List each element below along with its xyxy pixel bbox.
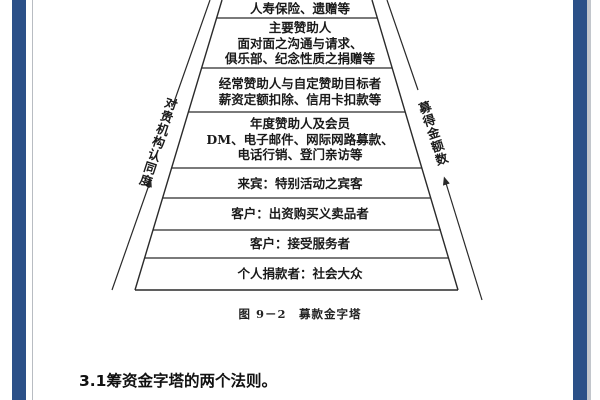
tier-line: 年度赞助人及会员 <box>249 116 350 131</box>
tier-line: 主要赞助人 <box>268 20 332 35</box>
tier-8-text: 个人捐款者：社会大众 <box>0 266 600 282</box>
tier-line: DM、电子邮件、网际网路募款、 <box>206 131 394 147</box>
tier-line: 客户：接受服务者 <box>249 236 350 251</box>
tier-5-text: 来宾：特别活动之宾客 <box>0 176 600 192</box>
page-border-right <box>573 0 587 400</box>
tier-3-text: 经常赞助人与自定赞助目标者 薪资定额扣除、信用卡扣款等 <box>0 76 600 107</box>
tier-line: 人寿保险、遗赠等 <box>249 1 350 16</box>
tier-6-text: 客户：出资购买义卖品者 <box>0 206 600 222</box>
pyramid-left-edge <box>134 0 223 291</box>
left-arrow <box>111 178 152 291</box>
tier-line: 薪资定额扣除、信用卡扣款等 <box>218 91 382 107</box>
tier-line: 来宾：特别活动之宾客 <box>237 176 363 191</box>
tier-line: 电话行销、登门亲访等 <box>237 147 363 162</box>
left-guide-line <box>172 0 211 106</box>
page-border-left-inner <box>32 0 33 400</box>
tier-line: 经常赞助人与自定赞助目标者 <box>218 76 382 91</box>
right-guide-line <box>386 0 419 91</box>
tier-line: 客户：出资购买义卖品者 <box>231 206 369 221</box>
tier-7-text: 客户：接受服务者 <box>0 236 600 252</box>
pyramid-right-edge <box>371 0 459 291</box>
tier-line: 面对面之沟通与请求、 <box>237 35 363 51</box>
section-heading: 3.1筹资金字塔的两个法则。 <box>79 372 277 390</box>
tier-line: 个人捐款者：社会大众 <box>237 266 363 281</box>
tier-4-text: 年度赞助人及会员 DM、电子邮件、网际网路募款、 电话行销、登门亲访等 <box>0 116 600 163</box>
figure-caption: 图 9－2 募款金字塔 <box>238 307 362 321</box>
right-arrow <box>442 176 483 301</box>
tier-1-text: 人寿保险、遗赠等 <box>0 1 600 17</box>
tier-line: 俱乐部、纪念性质之捐赠等 <box>224 51 375 66</box>
page-border-left <box>12 0 26 400</box>
page-border-right-inner <box>587 0 591 400</box>
tier-2-text: 主要赞助人 面对面之沟通与请求、 俱乐部、纪念性质之捐赠等 <box>0 20 600 67</box>
